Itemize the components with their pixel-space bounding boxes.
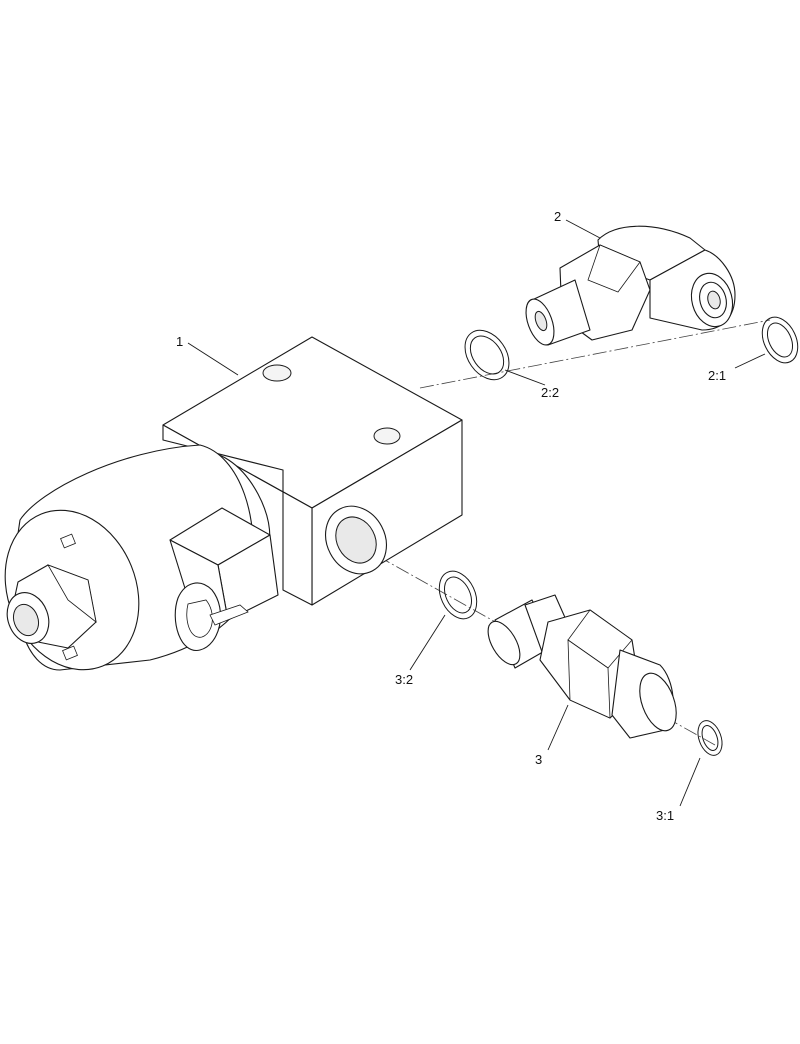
end-face-slot-1 [60,533,76,549]
o-rings [438,316,799,756]
straight-fitting [487,594,677,739]
block-top-hole-1 [262,364,292,382]
callout-2: 2 [554,209,561,224]
elbow-right-port-inner [707,290,721,310]
oring-2-2-outer [464,329,510,381]
elbow-hex-facet [587,244,641,293]
straight-nut-end [639,672,677,732]
nut-bore-inner [12,603,40,637]
connector-clip-inner [186,599,213,638]
elbow-fitting [525,225,736,346]
hex-nut-facet [47,564,97,623]
oring-3-2-inner [443,576,473,614]
leader-2 [565,219,601,239]
block-port-inner [335,516,377,564]
straight-hex-facet-2 [567,639,611,719]
connector-tab [209,604,249,626]
callout-3: 3 [535,752,542,767]
oring-2-1-outer [761,316,799,364]
leader-3 [547,704,569,751]
callout-2-1: 2:1 [708,368,726,383]
oring-2-2-inner [469,335,505,375]
straight-stub-end [487,620,521,666]
valve-assembly [4,336,463,671]
leader-2-2 [504,369,546,386]
leader-3-2 [409,614,446,671]
callout-2-2: 2:2 [541,385,559,400]
valve-block-left [162,424,313,606]
callout-3-1: 3:1 [656,808,674,823]
callout-3-2: 3:2 [395,672,413,687]
oring-3-1-outer [697,720,723,756]
callout-1: 1 [176,334,183,349]
centerline-upper [419,319,771,389]
elbow-stub-bore [534,310,548,332]
oring-2-1-inner [766,322,794,358]
leader-lines [187,219,766,807]
oring-3-1-inner [701,725,719,751]
leader-1 [187,342,239,376]
oring-3-2-outer [438,570,478,620]
callout-labels: 1 2 2:1 2:2 3 3:1 3:2 [176,209,726,823]
block-top-hole-2 [373,427,401,445]
leader-3-1 [679,757,701,807]
leader-2-1 [734,353,766,369]
